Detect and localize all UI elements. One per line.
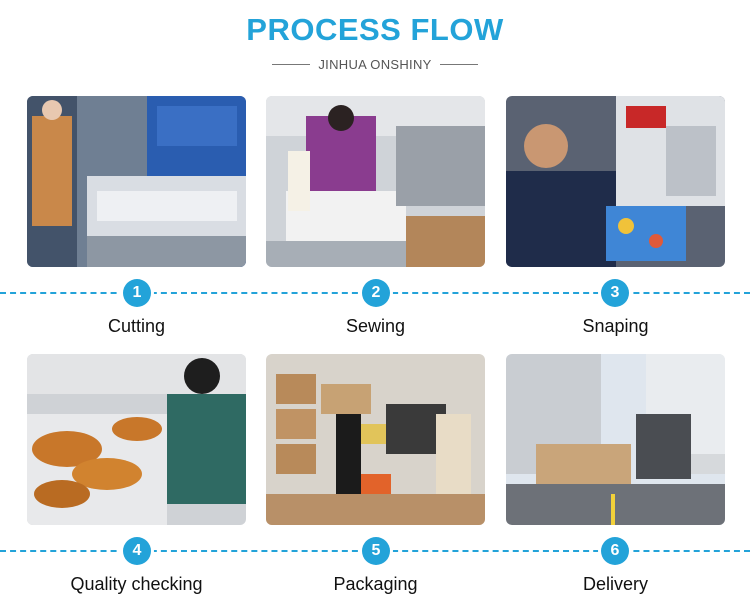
page-title: PROCESS FLOW (246, 12, 504, 47)
delivery-photo (506, 354, 725, 525)
step-label-snaping: Snaping (582, 316, 649, 336)
step-label-cutting: Cutting (107, 316, 166, 336)
sewing-photo (266, 96, 485, 267)
subtitle-row: JINHUA ONSHINY (0, 55, 750, 73)
step-number-badge-2: 2 (362, 279, 390, 307)
subtitle-divider-right (439, 63, 478, 65)
subtitle: JINHUA ONSHINY (318, 56, 432, 72)
step-number-badge-6: 6 (601, 537, 629, 565)
step-label-sewing: Sewing (345, 316, 406, 336)
quality-checking-photo (27, 354, 246, 525)
snaping-photo (506, 96, 725, 267)
subtitle-divider-left (272, 63, 311, 65)
step-number-badge-4: 4 (123, 537, 151, 565)
cutting-photo (27, 96, 246, 267)
step-number-badge-3: 3 (601, 279, 629, 307)
packaging-photo (266, 354, 485, 525)
step-label-packaging: Packaging (333, 574, 418, 594)
step-number-badge-5: 5 (362, 537, 390, 565)
step-label-quality-checking: Quality checking (70, 574, 203, 594)
step-label-delivery: Delivery (582, 574, 648, 594)
step-number-badge-1: 1 (123, 279, 151, 307)
